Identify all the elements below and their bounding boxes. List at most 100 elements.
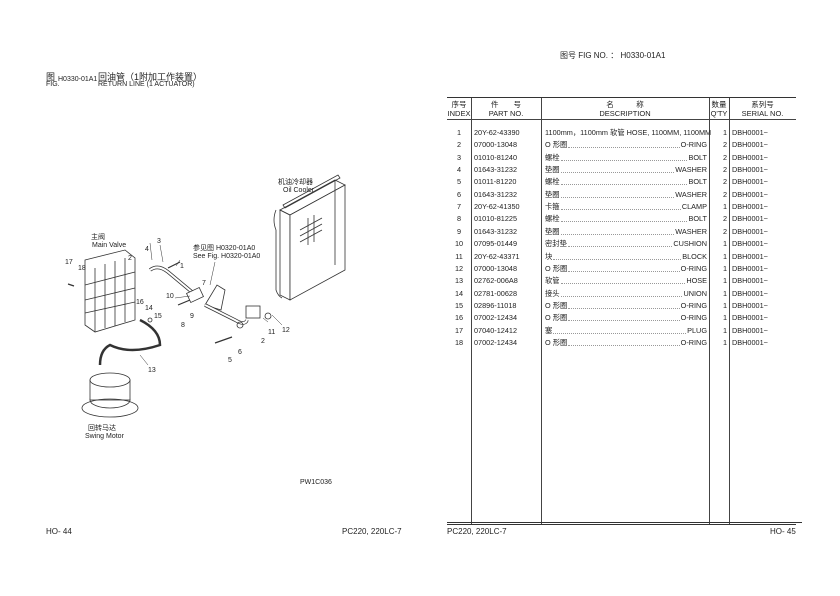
main-valve-drawing — [84, 249, 136, 333]
row-qty: 1 — [722, 251, 727, 261]
table-row: 17 07040-12412 塞 PLUG 1 DBH0001~ — [447, 325, 796, 337]
swing-motor-drawing — [81, 372, 139, 418]
row-qty: 1 — [722, 276, 727, 286]
leader-dots — [560, 201, 681, 211]
callout-6: 6 — [238, 349, 242, 356]
row-index: 1 — [456, 128, 462, 137]
row-part-no: 07095-01449 — [474, 239, 518, 249]
right-model: PC220, 220LC-7 — [447, 527, 507, 536]
leader-dots — [568, 312, 680, 322]
table-row: 8 01010-81225 螺栓 BOLT 2 DBH0001~ — [447, 213, 796, 225]
row-desc-cn: 垫圈 — [545, 165, 560, 175]
row-part-no: 07000-13048 — [474, 263, 518, 273]
row-serial: DBH0001~ — [732, 325, 768, 335]
table-row: 10 07095-01449 密封垫 CUSHION 1 DBH0001~ — [447, 238, 796, 250]
row-desc-cn: 密封垫 — [545, 239, 567, 249]
callout-7: 7 — [202, 280, 206, 287]
row-part-no: 02781-00628 — [474, 288, 518, 298]
row-index: 9 — [456, 226, 462, 236]
leader-dots — [560, 164, 675, 174]
callout-12: 12 — [282, 327, 290, 334]
row-description: 密封垫 CUSHION — [545, 238, 707, 250]
header-part-cn: 件 号 — [491, 100, 521, 109]
row-index: 7 — [456, 202, 462, 212]
row-desc-cn: O 形圈 — [545, 263, 568, 273]
fig-label-en: FIG. — [46, 81, 60, 88]
table-row: 3 01010-81240 螺栓 BOLT 2 DBH0001~ — [447, 152, 796, 164]
row-desc-cn: O 形圈 — [545, 337, 568, 347]
table-row: 4 01643-31232 垫圈 WASHER 2 DBH0001~ — [447, 164, 796, 176]
row-description: 垫圈 WASHER — [545, 189, 707, 201]
row-description: 1100mm，1100mm 软管 HOSE, 1100MM, 1100MM — [545, 127, 711, 139]
leader-dots — [560, 189, 675, 198]
column-divider — [471, 98, 472, 524]
callout-17: 17 — [65, 259, 73, 266]
row-qty: 1 — [722, 313, 727, 323]
fig-title-en: RETURN LINE (1 ACTUATOR) — [98, 81, 195, 88]
leader-dots — [568, 300, 680, 309]
callout-5: 5 — [228, 357, 232, 364]
leader-dots — [560, 288, 683, 297]
callout-1: 1 — [180, 263, 184, 270]
row-description: 螺栓 BOLT — [545, 213, 707, 225]
row-index: 17 — [454, 325, 464, 335]
row-description: 软管 HOSE — [545, 275, 707, 287]
row-part-no: 07002-12434 — [474, 313, 518, 323]
row-description: O 形圈 O-RING — [545, 337, 707, 349]
row-qty: 1 — [722, 128, 727, 137]
row-qty: 1 — [722, 288, 727, 298]
oil-cooler-label-en: Oil Cooler — [283, 187, 315, 194]
row-description: 卡箍 CLAMP — [545, 201, 707, 213]
fig-id: H0330-01A1 — [58, 76, 98, 83]
leader-dots — [560, 176, 688, 186]
row-part-no: 07002-12434 — [474, 337, 518, 347]
row-part-no: 20Y-62-43371 — [474, 251, 520, 261]
row-description: 垫圈 WASHER — [545, 164, 707, 176]
row-serial: DBH0001~ — [732, 288, 768, 298]
row-description: 螺栓 BOLT — [545, 152, 707, 164]
row-qty: 1 — [722, 300, 727, 310]
header-qty-cn: 数量 — [711, 100, 727, 109]
table-row: 15 02896-11018 O 形圈 O-RING 1 DBH0001~ — [447, 300, 796, 312]
row-serial: DBH0001~ — [732, 152, 768, 162]
callout-8: 8 — [181, 322, 185, 329]
header-part-en: PART NO. — [488, 109, 524, 118]
table-row: 6 01643-31232 垫圈 WASHER 2 DBH0001~ — [447, 189, 796, 201]
row-desc-cn: 1100mm，1100mm 软管 — [545, 128, 625, 137]
row-desc-en: HOSE — [686, 276, 707, 286]
row-desc-cn: 螺栓 — [545, 214, 560, 224]
row-desc-cn: O 形圈 — [545, 313, 568, 323]
see-fig-label-cn: 参见图 H0320-01A0 — [193, 243, 255, 252]
row-desc-cn: 螺栓 — [545, 177, 560, 187]
row-index: 18 — [454, 337, 464, 347]
row-qty: 2 — [722, 177, 727, 187]
row-desc-en: O-RING — [680, 337, 707, 347]
row-serial: DBH0001~ — [732, 300, 768, 310]
table-row: 2 07000-13048 O 形圈 O-RING 2 DBH0001~ — [447, 139, 796, 151]
row-desc-en: WASHER — [675, 189, 707, 199]
oil-cooler-drawing — [273, 174, 346, 301]
row-qty: 2 — [722, 226, 727, 236]
callout-13: 13 — [148, 367, 156, 374]
row-desc-cn: O 形圈 — [545, 140, 568, 150]
leader-dots — [567, 238, 673, 248]
row-part-no: 20Y-62-43390 — [474, 128, 520, 137]
row-desc-en: CUSHION — [673, 239, 707, 249]
callout-9: 9 — [190, 313, 194, 320]
row-part-no: 02896-11018 — [474, 300, 517, 310]
row-qty: 1 — [722, 337, 727, 347]
oil-cooler-label-cn: 机油冷却器 — [278, 177, 313, 186]
row-description: 块 BLOCK — [545, 251, 707, 263]
row-serial: DBH0001~ — [732, 239, 768, 249]
header-serial-en: SERIAL NO. — [741, 109, 784, 118]
row-desc-en: O-RING — [680, 263, 707, 273]
row-part-no: 20Y-62-41350 — [474, 202, 520, 212]
table-row: 11 20Y-62-43371 块 BLOCK 1 DBH0001~ — [447, 251, 796, 263]
row-index: 14 — [454, 288, 464, 298]
row-desc-cn: 螺栓 — [545, 152, 560, 162]
callout-4: 4 — [145, 246, 149, 253]
row-qty: 1 — [722, 263, 727, 273]
row-index: 6 — [456, 189, 462, 199]
row-description: O 形圈 O-RING — [545, 263, 707, 275]
row-qty: 2 — [722, 214, 727, 224]
